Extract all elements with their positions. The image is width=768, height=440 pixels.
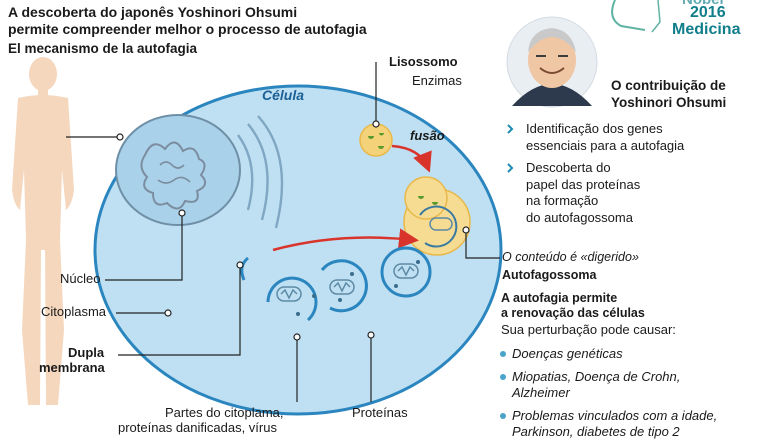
nucleo-label: Núcleo [60, 271, 101, 286]
disease-item-3: Problemas vinculados com a idade, Parkin… [512, 408, 717, 440]
mitochondrion-3 [393, 263, 419, 279]
contribution-item-2-line-2: papel das proteínas [526, 176, 641, 192]
mitochondrion-1 [276, 286, 302, 302]
process-arrow [272, 228, 419, 252]
mitochondrion-2 [329, 279, 355, 295]
contribution-item-1-line-2: essenciais para a autofagia [526, 137, 685, 153]
contribution-item-1: Identificação dos genes essenciais para … [526, 121, 684, 154]
lisossomo-label: Lisossomo [389, 54, 458, 69]
fusao-label: fusão [410, 128, 445, 143]
disease-item-2: Miopatias, Doença de Crohn, Alzheimer [512, 369, 680, 401]
subtitle: El mecanismo de la autofagia [8, 41, 198, 56]
contribution-item-2: Descoberta do papel das proteínas na for… [526, 160, 640, 227]
header-line-2: permite compreender melhor o processo de… [8, 21, 367, 37]
nucleus [115, 114, 241, 226]
autofagossoma-label: Autofagossoma [502, 268, 597, 282]
chevron-icons [507, 124, 514, 173]
protein-dots [296, 260, 420, 316]
nobel-badge-logo [611, 0, 661, 33]
badge-year: 2016 [690, 4, 726, 21]
contribution-item-2-line-1: Descoberta do [526, 160, 611, 175]
partes-label-1: Partes do citoplama, [165, 405, 284, 420]
autophagosome-closed [380, 246, 432, 298]
disease-item-3-line-2: Parkinson, diabetes de tipo 2 [512, 423, 680, 439]
lysosome [359, 123, 393, 157]
badge-field: Medicina [672, 21, 741, 38]
phagophore-stage-2 [320, 259, 368, 313]
enzimas-label: Enzimas [412, 73, 462, 88]
human-body-silhouette [12, 57, 74, 405]
ohsumi-portrait [506, 16, 598, 108]
contribution-item-1-line-1: Identificação dos genes [526, 121, 663, 136]
phagophore-stage-1 [266, 276, 318, 322]
contribution-item-2-line-4: do autofagossoma [526, 209, 633, 225]
contribution-item-2-line-3: na formação [526, 193, 599, 209]
digerido-label: O conteúdo é «digerido» [502, 250, 639, 264]
disease-item-2-line-2: Alzheimer [512, 384, 570, 400]
disease-item-1: Doenças genéticas [512, 346, 623, 362]
partes-label-2: proteínas danificadas, vírus [118, 420, 277, 435]
disease-bullet-icons [500, 351, 506, 419]
disease-item-1-line-1: Doenças genéticas [512, 346, 623, 361]
renewal-title-2: a renovação das células [501, 306, 645, 320]
disease-item-2-line-1: Miopatias, Doença de Crohn, [512, 369, 681, 384]
endoplasmic-reticulum [237, 115, 284, 229]
contribution-title-1: O contribuição de [611, 78, 726, 93]
dupla-label-1: Dupla [68, 345, 105, 360]
citoplasma-label: Citoplasma [41, 304, 107, 319]
fusion-arrow [391, 144, 432, 173]
renewal-intro: Sua perturbação pode causar: [501, 322, 676, 337]
proteinas-label: Proteínas [352, 405, 408, 420]
header-line-1: A descoberta do japonês Yoshinori Ohsumi [8, 4, 298, 20]
disease-item-3-line-1: Problemas vinculados com a idade, [512, 408, 718, 423]
badge-nobel-text: Nobel [682, 0, 724, 8]
contribution-title-2: Yoshinori Ohsumi [611, 95, 727, 110]
leader-lines [66, 62, 500, 402]
cell-label: Célula [262, 87, 305, 103]
autolysosome [403, 176, 471, 256]
renewal-title-1: A autofagia permite [501, 291, 618, 305]
dupla-label-2: membrana [39, 360, 105, 375]
